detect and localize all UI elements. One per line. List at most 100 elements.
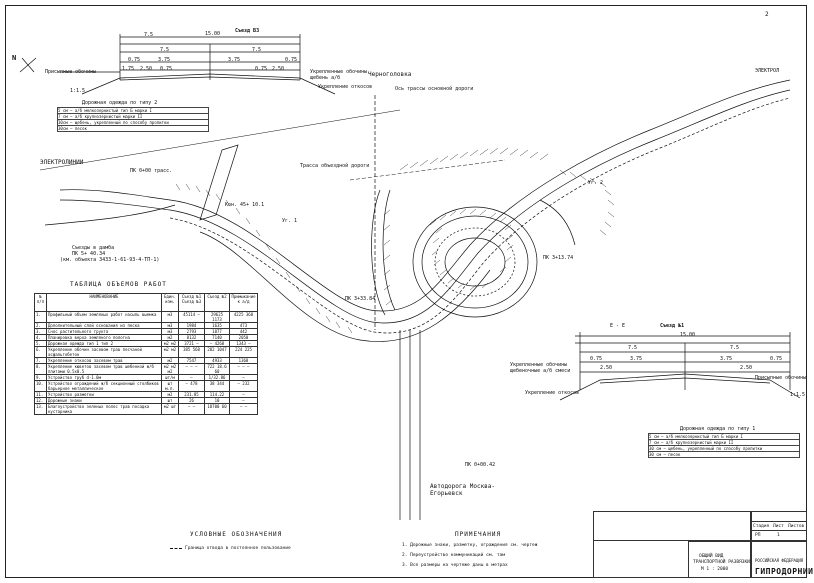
vertical-road [374, 95, 421, 520]
top-pavement-legend: 5 см — а/б мелкозернистый тип Б марки I … [57, 107, 209, 132]
table-row: 6.Укрепление обочин засевом трав песчано… [34, 346, 258, 358]
top-right-label-2: щебень а/б [310, 75, 341, 81]
table-cell: 224 225 [229, 346, 258, 358]
table-cell: м3 [161, 311, 179, 323]
title-block-org-cell [751, 541, 807, 578]
title-block: Стадия Лист Листов РП 1 ОБЩИЙ ВИД ТРАНСП… [593, 511, 807, 578]
right-section-width: 15.00 [680, 332, 696, 338]
top-legend-row: 5 см — а/б мелкозернистый тип Б марки I [58, 108, 208, 114]
right-legend-row: 30 см — щебень, укрепленный по способу п… [649, 446, 799, 452]
right-section-mark: Е - Е [610, 323, 626, 329]
top-section-title: Съезд В3 [235, 28, 260, 34]
right-label-3: Укрепление откосов [525, 390, 580, 396]
table-cell: — 232 [229, 380, 258, 392]
drawing-frame [5, 5, 807, 578]
top-section-width: 15.00 [205, 31, 221, 37]
slope-hatching [175, 147, 615, 334]
dim-9: 2.50 [272, 66, 285, 72]
table-cell: 4225 368 [229, 311, 258, 323]
right-dim-3: 3.75 [720, 356, 733, 362]
dim-7: 0.75 [160, 66, 173, 72]
stamp-org-1: РОССИЙСКАЯ ФЕДЕРАЦИЯ [755, 558, 804, 563]
top-cross-section [60, 34, 336, 95]
table-row: 2.Дополнительный слой основания из песка… [34, 322, 258, 329]
table-cell: м2 м2 [161, 340, 179, 347]
boundary-line-symbol [170, 548, 182, 549]
electric-line-left-label: ЭЛЕКТРОЛИНИИ [40, 159, 84, 166]
right-dim-2: 3.75 [630, 356, 643, 362]
table-row: 1.Профильный объем земляных работ насыпь… [34, 311, 258, 323]
table-cell: — — [229, 403, 258, 415]
top-legend-row: 30см — песок [58, 126, 87, 131]
top-legend-row: 30см — щебень, укрепленный по способу пр… [58, 120, 208, 126]
right-label-shoulder: Присыпные обочины [755, 375, 807, 381]
table-cell: Профильный объем земляных работ насыпь в… [46, 311, 162, 323]
pk-left-label: ПК 0+00 трасс. [130, 168, 173, 174]
top-right-label-3: Укрепление откосов [318, 84, 373, 90]
table-header-cell: № п/п [34, 293, 47, 312]
pk-right-label: ПК 3+13.74 [543, 255, 574, 261]
right-section-half-right: 7.5 [730, 345, 740, 351]
note-item: 2. Переустройство коммуникаций см. там [402, 553, 505, 558]
right-dim-5: 2.50 [600, 365, 613, 371]
volumes-table: № п/п НАИМЕНОВАНИЕ Един. изм. Съезд №1 С… [34, 293, 258, 415]
stamp-stage: РП [755, 533, 761, 538]
joint-label-2: ПК 5+ 40.34 [72, 251, 106, 257]
right-dim-6: 2.50 [740, 365, 753, 371]
pk-center-label: ПК 3+33.84 [345, 296, 376, 302]
title-block-name-cell [688, 541, 751, 578]
top-slope-left: 1:1.5 [70, 88, 86, 94]
table-cell: м2 м2 м2 [161, 363, 179, 375]
electric-line-right-label: ЭЛЕКТРОЛ [755, 68, 780, 74]
main-road [44, 79, 791, 342]
curve-1-label: Уг. 1 [282, 218, 298, 224]
dim-3: 3.75 [228, 57, 241, 63]
right-dim-4: 0.75 [770, 356, 783, 362]
top-shoulder-label: Присыпные обочины [45, 69, 97, 75]
chernogolovka-label: Черноголовка [368, 71, 412, 78]
table-cell: шт м.п. [161, 380, 179, 392]
notes-list: 1. Дорожные знаки, разметку, ограждения … [402, 541, 537, 571]
table-cell: м2 м2 [161, 346, 179, 358]
right-legend-row: 5 см — а/б мелкозернистый тип Б марки I [649, 434, 799, 440]
table-cell: — — — [229, 363, 258, 375]
volumes-table-title: ТАБЛИЦА ОБЪЕМОВ РАБОТ [70, 281, 167, 288]
title-block-stage-row [751, 521, 807, 531]
right-legend-row: 30 см — песок [649, 452, 681, 457]
table-row: 8.Укрепление кюветов засевом трав шебенк… [34, 363, 258, 375]
table-cell: 722 18.6 60 [204, 363, 230, 375]
joint-label: Съезды в дамба [72, 245, 115, 251]
right-legend-row: 7 см — а/б крупнозернистый марки II [649, 440, 799, 446]
right-cross-section [559, 332, 801, 401]
bridge-structure [199, 144, 239, 221]
table-header-cell: Съезд №1 Съезд №3 [178, 293, 205, 312]
table-cell: 6. [34, 346, 47, 358]
notes-title: ПРИМЕЧАНИЯ [455, 531, 502, 538]
pk-bottom-label: ПК 0+00.42 [465, 462, 496, 468]
table-row: 13.Благоустройство зеленых полос трав по… [34, 403, 258, 415]
table-cell: — 478 [178, 380, 205, 392]
top-legend-row: 7 см — а/б крупнозернистый марки II [58, 114, 208, 120]
loop-ramp [371, 189, 576, 318]
table-cell: 10. [34, 380, 47, 392]
table-cell: 282 1047 [204, 346, 230, 358]
org-name: ГИПРОДОРНИИ [755, 567, 814, 576]
right-section-half-left: 7.5 [628, 345, 638, 351]
table-cell: Укрепление обочин засевом трав песчаной … [46, 346, 162, 358]
coord-label: Кон. 45+ 10.1 [225, 202, 265, 208]
table-cell: 18700 60 [204, 403, 230, 415]
legend-item-text: Граница отвода в постоянное пользование [185, 546, 291, 551]
legend-title: УСЛОВНЫЕ ОБОЗНАЧЕНИЯ [190, 531, 283, 538]
table-cell: 45114 — [178, 311, 205, 323]
table-cell: 29625 1173 [204, 311, 230, 323]
dim-5: 1.75 [122, 66, 135, 72]
right-section-title: Съезд №1 [660, 323, 685, 329]
connecting-road-label: Трасса объездной дороги [300, 163, 370, 169]
table-cell: 38 344 [204, 380, 230, 392]
table-header-row: № п/п НАИМЕНОВАНИЕ Един. изм. Съезд №1 С… [34, 293, 258, 312]
right-dim-1: 0.75 [590, 356, 603, 362]
table-cell: — — [178, 403, 205, 415]
right-slope: 1:1.5 [790, 392, 806, 398]
stamp-col-stage: Стадия [753, 524, 770, 529]
